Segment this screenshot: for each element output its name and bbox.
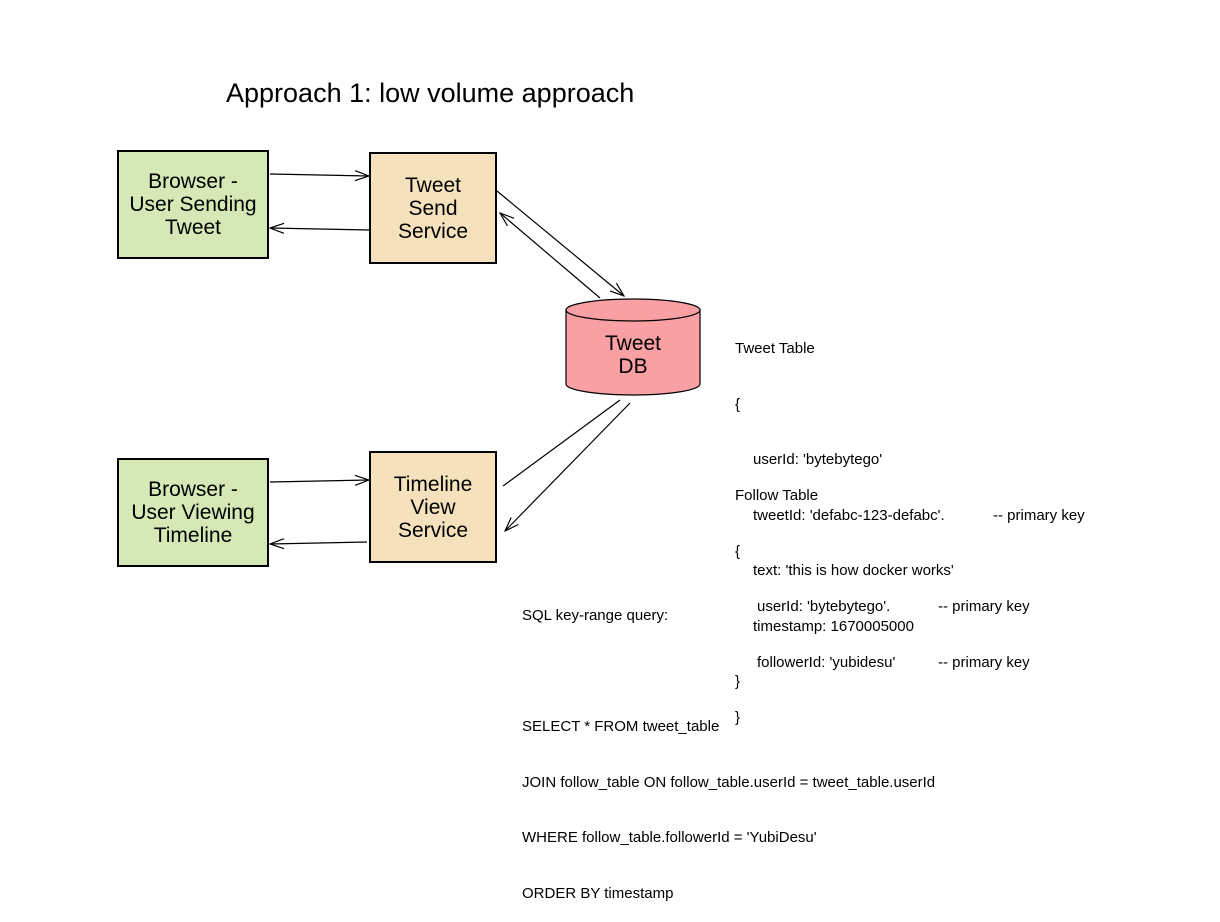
- field-comment: -- primary key: [993, 506, 1085, 524]
- node-label-line: User Viewing: [131, 501, 255, 524]
- field-text: text: 'this is how docker works': [753, 562, 954, 579]
- arrow-browser-to-timeline-service: [269, 480, 369, 482]
- connections-layer: [0, 0, 701, 762]
- node-label-line: Service: [397, 518, 468, 542]
- field-text: userId: 'bytebytego': [753, 451, 883, 468]
- field-text: timestamp: 1670005000: [753, 617, 914, 635]
- sql-query-line: SELECT * FROM tweet_table: [522, 718, 720, 735]
- follow-table-schema: Follow Table { userId: 'bytebytego'. -- p…: [735, 450, 1030, 746]
- node-label-line: View: [410, 495, 456, 519]
- sql-query-block: SQL key-range query: SELECT * FROM tweet…: [522, 570, 935, 922]
- sql-query-line: WHERE follow_table.followerId = 'YubiDes…: [522, 829, 817, 846]
- arrow-send-service-to-browser: [270, 228, 370, 230]
- field-comment: -- primary key: [938, 598, 1030, 615]
- sql-query-line: ORDER BY timestamp: [522, 884, 674, 902]
- arrow-db-to-timeline-service: [505, 402, 631, 531]
- sql-blank-line: [522, 663, 935, 682]
- node-label-line: Browser -: [148, 478, 238, 501]
- node-label-line: DB: [618, 355, 648, 378]
- browser-viewing-timeline-node: Browser - User Viewing Timeline: [117, 458, 269, 567]
- tweet-table-field: userId: 'bytebytego': [735, 451, 1085, 470]
- tweet-table-schema: Tweet Table { userId: 'bytebytego' tweet…: [735, 303, 1085, 710]
- follow-table-open-brace: {: [735, 542, 741, 560]
- connector-timeline-service-to-db: [502, 399, 621, 487]
- arrow-browser-to-send-service: [269, 174, 369, 176]
- tweet-table-field: timestamp: 1670005000: [735, 618, 1085, 637]
- browser-sending-tweet-node: Browser - User Sending Tweet: [117, 150, 269, 259]
- tweet-table-close-brace: }: [735, 673, 741, 690]
- arrow-send-service-to-db: [496, 190, 624, 296]
- node-label-line: Browser -: [148, 170, 238, 193]
- tweet-db-label: Tweet DB: [566, 332, 700, 378]
- field-text: userId: 'bytebytego'.: [757, 598, 891, 615]
- sql-query-line: JOIN follow_table ON follow_table.userId…: [522, 773, 936, 791]
- node-label-line: Tweet: [164, 216, 222, 239]
- node-label-line: Service: [397, 219, 469, 243]
- arrow-db-to-send-service: [500, 213, 601, 299]
- tweet-table-field: tweetId: 'defabc-123-defabc'. -- primary …: [735, 507, 1085, 526]
- follow-table-field: followerId: 'yubidesu' -- primary key: [735, 654, 1030, 673]
- tweet-table-name: Tweet Table: [735, 340, 815, 357]
- tweet-table-field: text: 'this is how docker works': [735, 562, 1085, 581]
- node-label-line: Send: [408, 196, 458, 220]
- follow-table-field: userId: 'bytebytego'. -- primary key: [735, 598, 1030, 617]
- field-comment: -- primary key: [938, 653, 1030, 671]
- timeline-view-service-node: Timeline View Service: [369, 451, 497, 563]
- node-label-line: User Sending: [129, 193, 257, 216]
- node-label-line: Timeline: [393, 472, 473, 496]
- tweet-table-open-brace: {: [735, 395, 741, 413]
- follow-table-close-brace: }: [735, 709, 741, 726]
- tweet-db-cylinder: [565, 298, 701, 396]
- sql-query-heading: SQL key-range query:: [522, 607, 669, 624]
- follow-table-name: Follow Table: [735, 487, 819, 504]
- field-text: tweetId: 'defabc-123-defabc'.: [753, 506, 945, 524]
- node-label-line: Tweet: [404, 173, 462, 197]
- field-text: followerId: 'yubidesu': [757, 653, 896, 671]
- tweet-send-service-node: Tweet Send Service: [369, 152, 497, 264]
- diagram-title: Approach 1: low volume approach: [226, 78, 635, 108]
- node-label-line: Tweet: [604, 332, 662, 355]
- arrow-timeline-service-to-browser: [270, 542, 368, 544]
- node-label-line: Timeline: [153, 524, 233, 547]
